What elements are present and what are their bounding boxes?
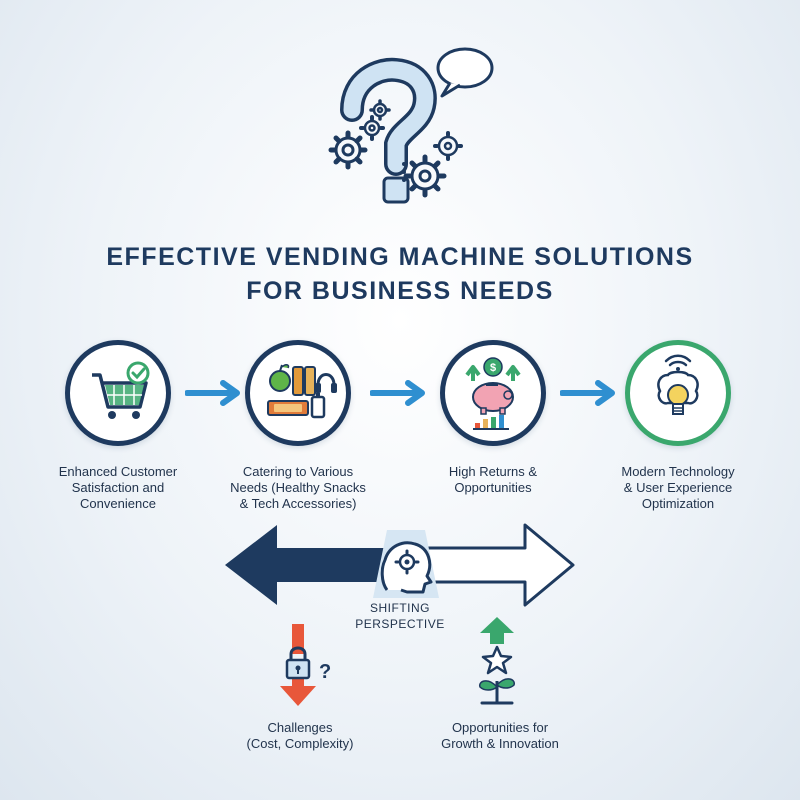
page-title: EFFECTIVE VENDING MACHINE SOLUTIONS FOR … xyxy=(0,240,800,308)
step-4-label: Modern Technology & User Experience Opti… xyxy=(621,464,735,511)
step-1-label: Enhanced Customer Satisfaction and Conve… xyxy=(58,464,178,511)
challenges-icon: ? xyxy=(280,624,331,706)
step-1-circle xyxy=(65,340,171,446)
dots-decoration xyxy=(402,162,406,182)
shifting-perspective-label: SHIFTING PERSPECTIVE xyxy=(355,601,445,631)
left-arrow xyxy=(225,525,385,605)
title-line-2: FOR BUSINESS NEEDS xyxy=(246,277,554,305)
padlock-icon xyxy=(285,646,311,680)
smart-lightbulb-brain-icon xyxy=(657,354,699,415)
svg-text:$: $ xyxy=(490,362,496,374)
gear-icon xyxy=(369,99,391,121)
sprout-icon xyxy=(479,678,515,705)
flow-arrow-1 xyxy=(185,380,240,406)
flow-arrow-2 xyxy=(370,380,425,406)
step-3-circle: $ xyxy=(440,340,546,446)
challenges-label: Challenges (Cost, Complexity) xyxy=(246,720,354,751)
shopping-cart-check-icon xyxy=(92,361,150,419)
gear-icon xyxy=(403,154,447,198)
question-mark-icon xyxy=(340,57,437,204)
shifting-perspective-arrows xyxy=(225,523,575,607)
step-2-label: Catering to Various Needs (Healthy Snack… xyxy=(230,464,366,511)
right-arrow xyxy=(423,523,575,607)
step-4-circle xyxy=(625,340,731,446)
star-icon xyxy=(481,645,513,675)
opportunities-label: Opportunities for Growth & Innovation xyxy=(441,720,559,751)
head-gear-icon xyxy=(373,530,439,598)
gear-icon xyxy=(359,115,385,141)
snacks-and-tech-icon xyxy=(267,364,337,419)
speech-bubble-icon xyxy=(436,47,494,98)
title-line-1: EFFECTIVE VENDING MACHINE SOLUTIONS xyxy=(106,243,694,271)
growth-opportunities-icon xyxy=(479,617,515,705)
step-3-label: High Returns & Opportunities xyxy=(448,464,538,495)
flow-arrow-3 xyxy=(560,380,615,406)
gear-icon xyxy=(433,131,463,161)
question-gears-illustration xyxy=(300,40,520,220)
step-2-circle xyxy=(245,340,351,446)
gear-icon xyxy=(328,130,368,170)
piggy-bank-growth-icon: $ xyxy=(465,357,521,430)
question-mark-icon: ? xyxy=(319,661,331,683)
